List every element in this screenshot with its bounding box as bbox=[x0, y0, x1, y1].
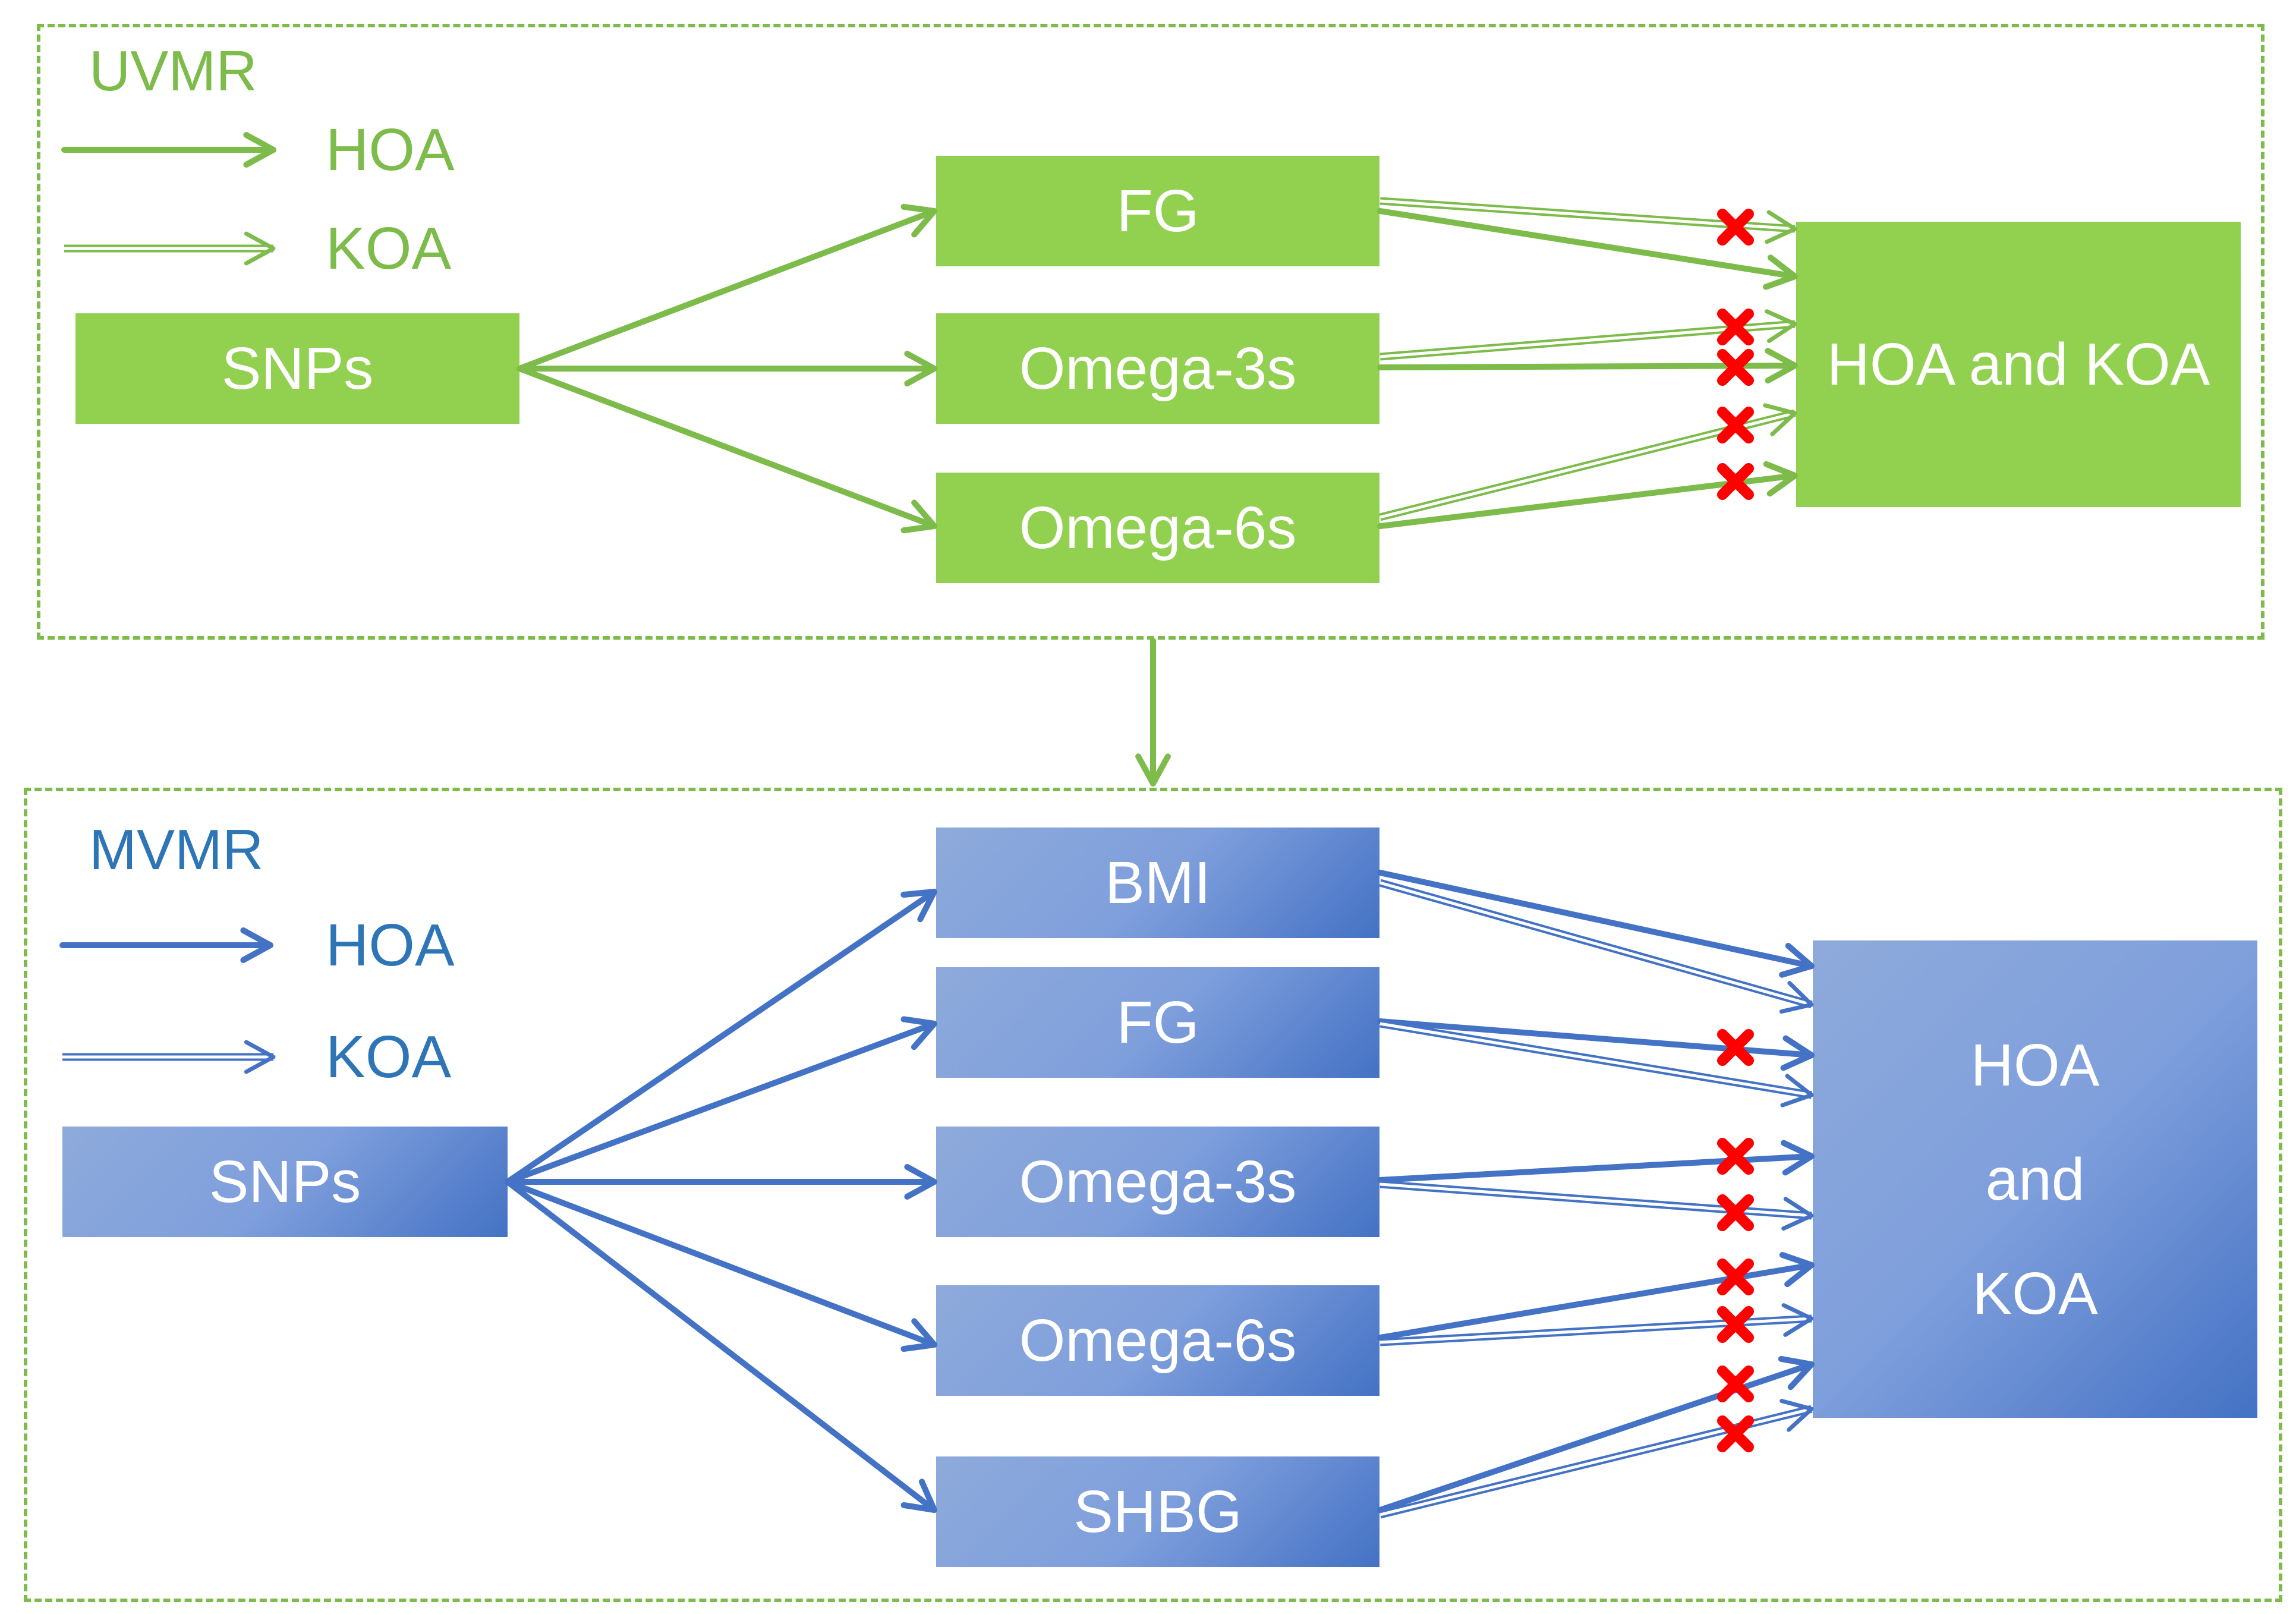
mvmr-legend-hollow-arrow-head bbox=[244, 1040, 276, 1074]
mvmr-arrow-snps-shbg-head bbox=[900, 1478, 937, 1513]
mvmr-omega3-box: Omega-3s bbox=[936, 1127, 1380, 1237]
mvmr-arrow-fg-koa-head bbox=[1780, 1074, 1814, 1108]
uvmr-cross-fg-b bbox=[1717, 209, 1754, 246]
uvmr-arrow-fg-koa-head bbox=[1765, 210, 1797, 244]
mvmr-arrow-omega6-hoa-head bbox=[1779, 1251, 1815, 1288]
mvmr-panel bbox=[24, 788, 2282, 1602]
uvmr-omega6-label: Omega-6s bbox=[1019, 495, 1297, 561]
mvmr-arrow-snps-omega3-head bbox=[904, 1164, 937, 1200]
uvmr-cross-omega6-koa-b bbox=[1717, 407, 1754, 443]
mvmr-arrow-bmi-hoa bbox=[1377, 870, 1815, 969]
mvmr-omega3-label: Omega-3s bbox=[1019, 1149, 1297, 1215]
mvmr-arrow-omega3-hoa-head bbox=[1781, 1140, 1815, 1176]
uvmr-outcome-label: HOA and KOA bbox=[1826, 331, 2210, 398]
mvmr-fg-label: FG bbox=[1116, 989, 1199, 1056]
uvmr-fg-box: FG bbox=[936, 156, 1380, 266]
uvmr-arrow-snps-fg bbox=[516, 208, 937, 372]
mvmr-arrow-snps-bmi-head bbox=[900, 889, 937, 923]
mvmr-arrow-fg-koa-inner bbox=[1380, 1022, 1812, 1097]
uvmr-omega3-label: Omega-3s bbox=[1019, 335, 1297, 402]
mvmr-shbg-label: SHBG bbox=[1073, 1478, 1242, 1545]
uvmr-cross-omega3-koa-b bbox=[1717, 309, 1754, 345]
mvmr-snps-label: SNPs bbox=[209, 1149, 361, 1215]
mvmr-legend-koa-label: KOA bbox=[326, 1024, 452, 1090]
mvmr-arrow-fg-hoa-head bbox=[1780, 1035, 1815, 1071]
mvmr-shbg-box: SHBG bbox=[936, 1456, 1380, 1567]
mvmr-cross-omega3-hoa-b bbox=[1717, 1138, 1754, 1175]
mvmr-arrow-snps-fg bbox=[505, 1021, 937, 1185]
uvmr-arrow-snps-omega6-head bbox=[900, 499, 937, 534]
uvmr-snps-label: SNPs bbox=[221, 335, 374, 402]
uvmr-omega3-box: Omega-3s bbox=[936, 313, 1380, 424]
mvmr-outcome-box: HOA and KOA bbox=[1813, 940, 2257, 1418]
mvmr-legend-solid-arrow-head bbox=[240, 927, 273, 963]
uvmr-title: UVMR bbox=[89, 39, 257, 103]
mvmr-cross-shbg-koa-b bbox=[1717, 1415, 1754, 1452]
mvmr-omega6-box: Omega-6s bbox=[936, 1285, 1380, 1396]
uvmr-legend-solid-arrow-head bbox=[243, 132, 276, 168]
mvmr-cross-shbg-hoa-b bbox=[1717, 1366, 1754, 1402]
mvmr-arrow-shbg-hoa-head bbox=[1778, 1355, 1815, 1390]
mvmr-arrow-snps-omega6 bbox=[505, 1179, 937, 1348]
mvmr-outcome-line-3: KOA bbox=[1972, 1260, 2098, 1327]
uvmr-arrow-snps-fg-head bbox=[900, 203, 937, 238]
uvmr-arrow-omega6-koa-head bbox=[1763, 403, 1797, 436]
uvmr-panel bbox=[37, 24, 2264, 640]
uvmr-arrow-omega3-hoa-head bbox=[1765, 348, 1798, 384]
uvmr-legend-hollow-arrow-head bbox=[244, 231, 276, 266]
uvmr-cross-omega6-hoa-b bbox=[1717, 463, 1754, 500]
mvmr-arrow-snps-fg-head bbox=[900, 1016, 937, 1050]
uvmr-snps-box: SNPs bbox=[75, 313, 519, 424]
uvmr-legend-hoa-label: HOA bbox=[326, 117, 455, 183]
mvmr-snps-box: SNPs bbox=[62, 1127, 508, 1237]
mvmr-cross-fg-b bbox=[1717, 1029, 1754, 1066]
mvmr-arrow-snps-bmi bbox=[505, 889, 937, 1185]
mvmr-arrow-shbg-koa-head bbox=[1780, 1399, 1814, 1432]
mvmr-bmi-box: BMI bbox=[936, 828, 1380, 938]
mvmr-omega6-label: Omega-6s bbox=[1019, 1307, 1297, 1374]
uvmr-fg-label: FG bbox=[1116, 178, 1199, 244]
uvmr-arrow-fg-hoa bbox=[1377, 208, 1798, 279]
uvmr-omega6-box: Omega-6s bbox=[936, 473, 1380, 583]
mvmr-arrow-bmi-koa-head bbox=[1779, 981, 1814, 1014]
mvmr-fg-box: FG bbox=[936, 967, 1380, 1078]
uvmr-arrow-snps-omega3-head bbox=[904, 351, 937, 386]
mvmr-arrow-bmi-hoa-head bbox=[1779, 942, 1815, 978]
uvmr-cross-omega3-hoa-b bbox=[1717, 349, 1754, 386]
mvmr-arrow-bmi-koa-inner bbox=[1380, 881, 1812, 1006]
mvmr-arrow-snps-omega6-head bbox=[900, 1318, 937, 1352]
mvmr-arrow-snps-shbg bbox=[505, 1179, 937, 1513]
mvmr-cross-omega6-hoa-b bbox=[1717, 1259, 1754, 1295]
mvmr-outcome-line-2: and bbox=[1985, 1146, 2085, 1213]
mvmr-legend-hoa-label: HOA bbox=[326, 912, 455, 979]
mvmr-cross-omega6-koa-b bbox=[1717, 1306, 1754, 1343]
mvmr-title: MVMR bbox=[89, 818, 264, 882]
mvmr-cross-omega3-koa-b bbox=[1717, 1194, 1754, 1231]
mvmr-arrow-shbg-hoa bbox=[1377, 1361, 1815, 1513]
uvmr-arrow-omega6-hoa-head bbox=[1763, 461, 1798, 497]
uvmr-arrow-snps-omega6 bbox=[516, 366, 937, 529]
uvmr-arrow-omega3-koa-head bbox=[1765, 309, 1797, 343]
mvmr-arrow-omega3-koa-head bbox=[1781, 1197, 1814, 1231]
uvmr-to-mvmr-arrow-head bbox=[1135, 753, 1171, 786]
uvmr-arrow-omega3-hoa bbox=[1377, 363, 1798, 370]
uvmr-outcome-box: HOA and KOA bbox=[1796, 222, 2241, 507]
uvmr-arrow-fg-hoa-head bbox=[1763, 254, 1798, 290]
mvmr-bmi-label: BMI bbox=[1105, 850, 1211, 916]
mvmr-outcome-line-1: HOA bbox=[1970, 1031, 2100, 1099]
mvmr-arrow-omega6-koa-head bbox=[1781, 1303, 1814, 1337]
uvmr-legend-koa-label: KOA bbox=[326, 215, 452, 282]
